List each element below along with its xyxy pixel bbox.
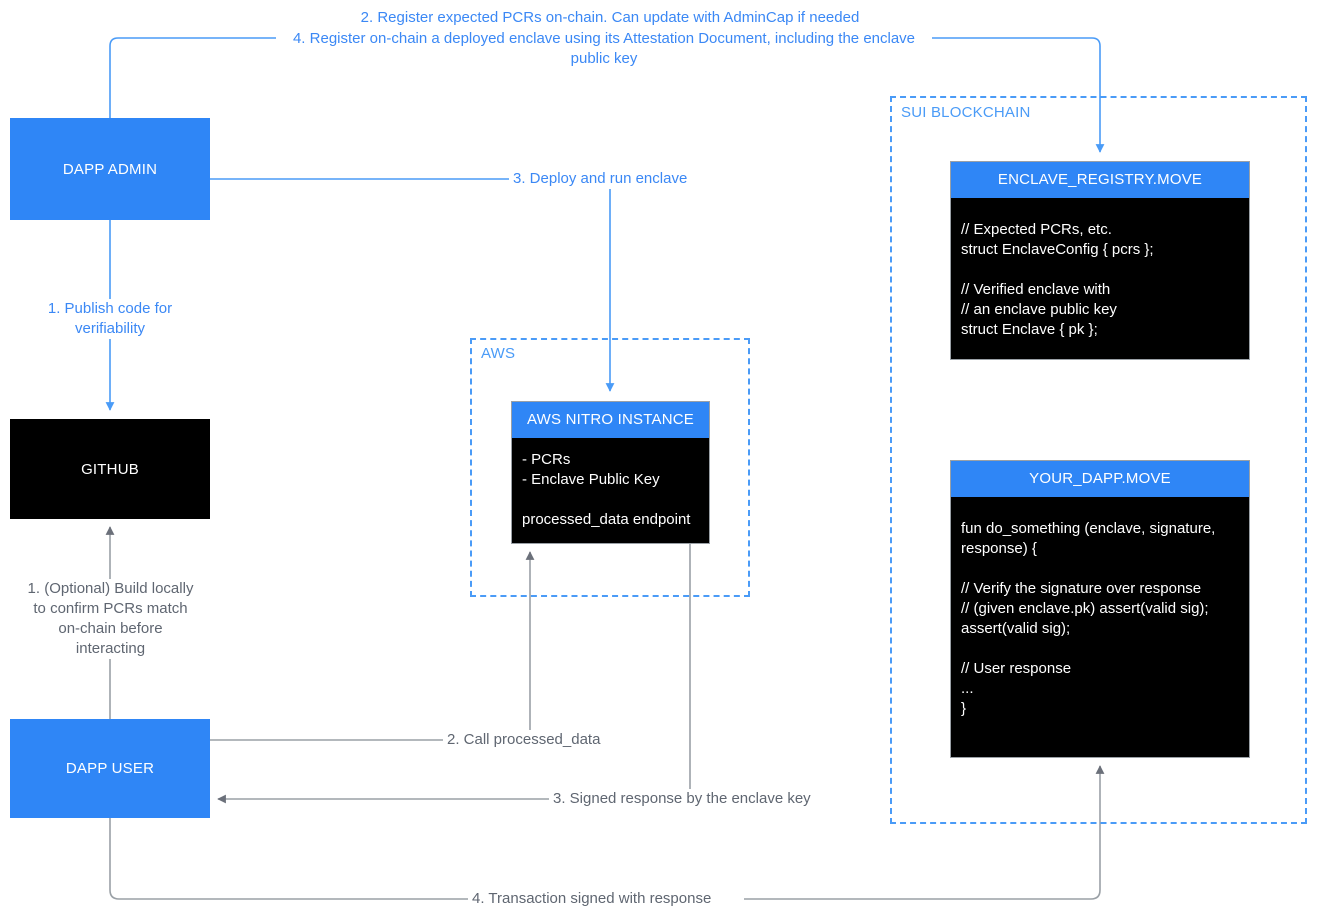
edge-label-deploy-run-enclave: 3. Deploy and run enclave (509, 169, 721, 189)
card-aws-nitro-instance-body: - PCRs - Enclave Public Key processed_da… (522, 451, 691, 528)
edge-label-call-processed-data: 2. Call processed_data (443, 730, 633, 750)
node-github-label: GITHUB (81, 460, 139, 478)
node-dapp-user-label: DAPP USER (65, 760, 155, 777)
node-github[interactable]: GITHUB (10, 419, 210, 519)
group-sui-blockchain (890, 96, 1307, 824)
edge-label-transaction-signed: 4. Transaction signed with response (468, 889, 744, 909)
card-your-dapp-move[interactable]: YOUR_DAPP.MOVE fun do_something (enclave… (950, 460, 1250, 758)
node-dapp-user[interactable]: DAPP USER (10, 719, 210, 818)
card-enclave-registry-move-header: ENCLAVE_REGISTRY.MOVE (951, 162, 1249, 198)
edge-label-register-enclave: 4. Register on-chain a deployed enclave … (276, 29, 932, 69)
card-aws-nitro-instance[interactable]: AWS NITRO INSTANCE - PCRs - Enclave Publ… (511, 401, 710, 544)
edge-label-signed-response: 3. Signed response by the enclave key (549, 789, 841, 809)
node-dapp-admin[interactable]: DAPP ADMIN (10, 118, 210, 220)
card-your-dapp-move-header: YOUR_DAPP.MOVE (951, 461, 1249, 497)
group-aws-label: AWS (478, 345, 519, 362)
edge-label-publish-code: 1. Publish code for verifiability (20, 299, 200, 339)
card-enclave-registry-move-body: // Expected PCRs, etc. struct EnclaveCon… (961, 221, 1154, 338)
edge-label-register-pcrs: 2. Register expected PCRs on-chain. Can … (300, 8, 920, 28)
group-aws (470, 338, 750, 597)
card-enclave-registry-move[interactable]: ENCLAVE_REGISTRY.MOVE // Expected PCRs, … (950, 161, 1250, 360)
card-your-dapp-move-body: fun do_something (enclave, signature, re… (961, 520, 1216, 717)
group-sui-blockchain-label: SUI BLOCKCHAIN (898, 104, 1034, 121)
node-dapp-admin-label: DAPP ADMIN (62, 160, 158, 178)
edge-label-build-locally: 1. (Optional) Build locally to confirm P… (18, 579, 203, 659)
card-aws-nitro-instance-header: AWS NITRO INSTANCE (512, 402, 709, 438)
